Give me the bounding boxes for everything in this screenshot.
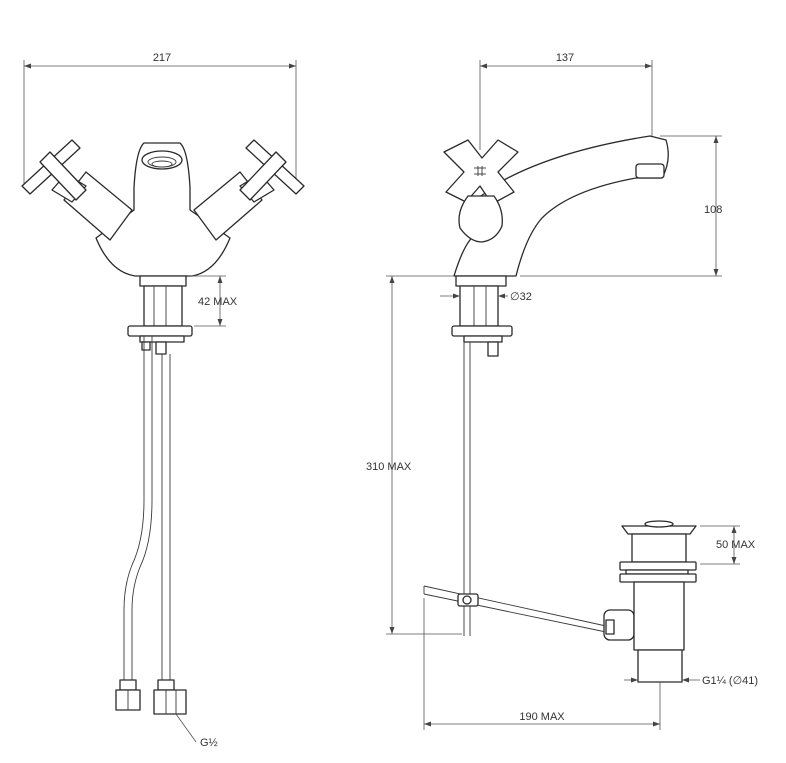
dimension-310-max-label: 310 MAX (366, 461, 412, 473)
front-view: 217 (21, 52, 305, 749)
dimension-42-max-label: 42 MAX (198, 296, 238, 308)
dimension-310-max: 310 MAX (366, 275, 462, 635)
front-tap-body (21, 139, 305, 355)
popup-waste-linkage (423, 585, 635, 641)
dimension-50-max-label: 50 MAX (716, 539, 756, 551)
dimension-137: 137 (479, 52, 653, 150)
dimension-217: 217 (23, 52, 297, 188)
dimension-g14: G1¼ (∅41) (624, 675, 758, 687)
thread-g12-label: G½ (200, 737, 218, 749)
dimension-108: 108 (520, 135, 722, 277)
dimension-diameter-32: ∅32 (440, 291, 532, 303)
dimension-217-label: 217 (153, 52, 171, 64)
dimension-50-max: 50 MAX (700, 525, 756, 565)
dimension-190-max: 190 MAX (423, 598, 661, 730)
side-tap-body (443, 135, 669, 636)
dimension-190-max-label: 190 MAX (519, 711, 565, 723)
dimension-137-label: 137 (556, 52, 574, 64)
dimension-g14-label: G1¼ (∅41) (702, 675, 758, 687)
thread-g12-callout: G½ (175, 713, 218, 749)
flexible-hoses (115, 336, 187, 715)
dimension-108-label: 108 (704, 204, 722, 216)
side-view: 137 (366, 52, 758, 730)
dimension-diameter-32-label: ∅32 (510, 291, 532, 303)
dimension-42-max: 42 MAX (190, 275, 238, 327)
waste-body (619, 520, 697, 683)
